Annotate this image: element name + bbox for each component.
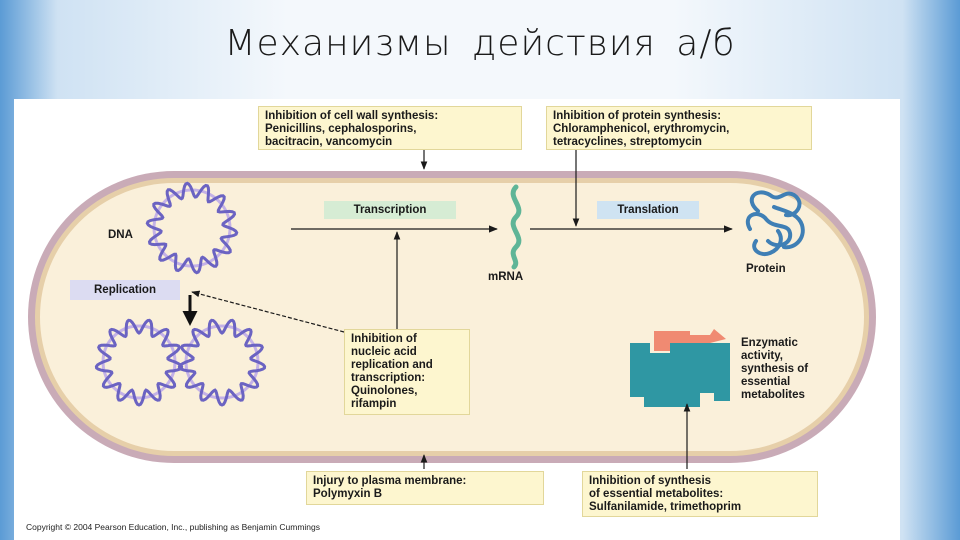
box-line: transcription: — [351, 372, 426, 384]
transcription-label: Transcription — [324, 201, 456, 219]
box-line: Inhibition of protein synthesis: — [553, 110, 722, 122]
box-line: Penicillins, cephalosporins, — [265, 123, 417, 135]
protein-inhibition-box: Inhibition of protein synthesis: Chloram… — [546, 106, 812, 150]
box-line: Quinolones, — [351, 385, 418, 397]
box-line: Inhibition of — [351, 333, 417, 345]
box-line: Sulfanilamide, trimethoprim — [589, 501, 742, 513]
box-line: Chloramphenicol, erythromycin, — [553, 123, 730, 135]
box-line: Injury to plasma membrane: — [313, 475, 467, 487]
substrate-icon — [654, 329, 726, 351]
box-line: bacitracin, vancomycin — [265, 136, 393, 148]
box-line: Polymyxin B — [313, 488, 383, 500]
box-line: rifampin — [351, 398, 397, 410]
translation-label: Translation — [597, 201, 699, 219]
box-line: replication and — [351, 359, 433, 371]
box-line: nucleic acid — [351, 346, 417, 358]
mrna-strand-icon — [510, 184, 522, 270]
slide-title: Механизмы действия а/б — [224, 23, 736, 64]
figure-graphics — [28, 149, 876, 469]
protein-icon — [746, 190, 805, 256]
metabolite-inhibition-box: Inhibition of synthesis of essential met… — [582, 471, 818, 517]
label-line: Enzymatic — [741, 337, 798, 349]
copyright-notice: Copyright © 2004 Pearson Education, Inc.… — [26, 522, 321, 532]
box-line: Inhibition of synthesis — [589, 475, 712, 487]
replication-label: Replication — [70, 280, 180, 300]
nucleic-acid-inhibition-box: Inhibition of nucleic acid replication a… — [344, 329, 470, 415]
mrna-label: mRNA — [488, 271, 524, 283]
replicated-dna-icon — [94, 318, 267, 407]
enzyme-icon — [630, 335, 730, 407]
cell-wall-inhibition-box: Inhibition of cell wall synthesis: Penic… — [258, 106, 522, 150]
label-line: metabolites — [741, 389, 805, 401]
box-line: Inhibition of cell wall synthesis: — [265, 110, 439, 122]
antibiotic-mechanisms-figure: Inhibition of cell wall synthesis: Penic… — [14, 99, 900, 540]
membrane-injury-box: Injury to plasma membrane: Polymyxin B — [306, 471, 544, 505]
box-line: of essential metabolites: — [589, 488, 724, 500]
nucleic-to-replication-pointer — [191, 290, 345, 333]
label-line: activity, — [741, 350, 783, 362]
dna-circle-icon — [145, 181, 239, 275]
label-line: essential — [741, 376, 791, 388]
box-line: tetracyclines, streptomycin — [553, 136, 702, 148]
dna-label: DNA — [108, 229, 133, 241]
enzymatic-activity-label: Enzymatic activity, synthesis of essenti… — [741, 337, 808, 402]
protein-label: Protein — [746, 263, 786, 275]
label-line: synthesis of — [741, 363, 809, 375]
